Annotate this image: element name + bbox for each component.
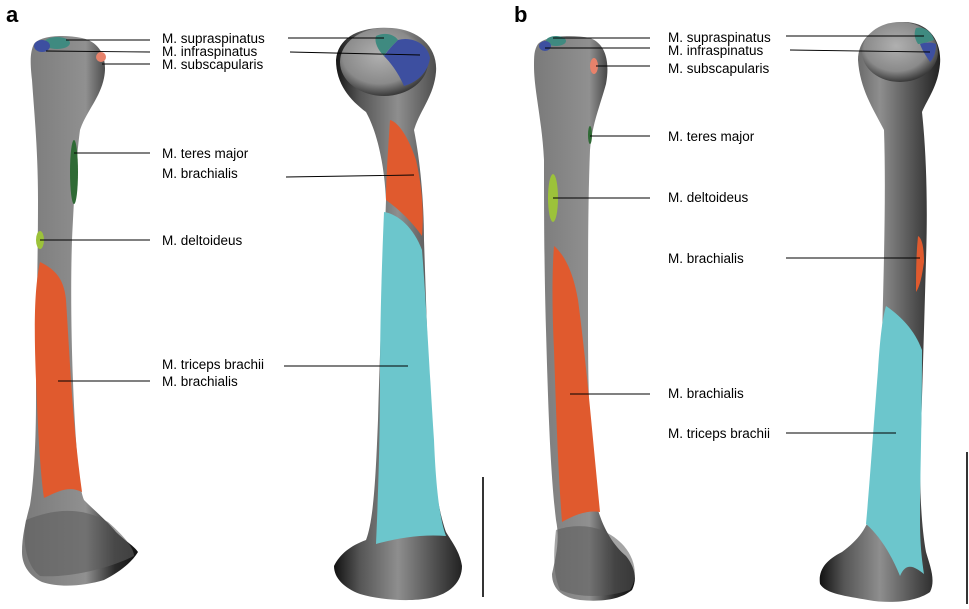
panel-letter-b: b: [514, 2, 527, 27]
label-triceps-brachii-b: M. triceps brachii: [668, 426, 770, 441]
label-triceps-brachii-a: M. triceps brachii: [162, 357, 264, 372]
label-deltoideus-a: M. deltoideus: [162, 233, 243, 248]
bone-shape: [534, 36, 635, 601]
infraspinatus-area: [34, 40, 50, 52]
brachialis-area: [35, 262, 82, 498]
label-brachialis-lower-a: M. brachialis: [162, 374, 238, 389]
humerus-a-posterior: [334, 28, 462, 600]
label-subscapularis-b: M. subscapularis: [668, 61, 770, 76]
label-brachialis-lower-b: M. brachialis: [668, 386, 744, 401]
humerus-b-posterior: [820, 22, 940, 602]
subscapularis-area: [96, 52, 106, 62]
label-brachialis-upper-b: M. brachialis: [668, 251, 744, 266]
humerus-b-anterior: [534, 36, 635, 601]
panel-b: b: [514, 2, 967, 604]
humerus-a-anterior: [22, 36, 138, 586]
label-teres-major-b: M. teres major: [668, 129, 755, 144]
teres-major-area: [588, 126, 592, 144]
label-infraspinatus-b: M. infraspinatus: [668, 43, 764, 58]
panel-letter-a: a: [6, 2, 19, 27]
panel-a: a: [6, 2, 483, 600]
label-deltoideus-b: M. deltoideus: [668, 190, 749, 205]
bone-shade: [554, 526, 635, 596]
triceps-brachii-area: [376, 212, 446, 544]
label-teres-major-a: M. teres major: [162, 146, 249, 161]
label-brachialis-upper-a: M. brachialis: [162, 166, 238, 181]
teres-major-area: [70, 140, 78, 204]
infraspinatus-area: [539, 41, 551, 51]
label-subscapularis-a: M. subscapularis: [162, 57, 264, 72]
